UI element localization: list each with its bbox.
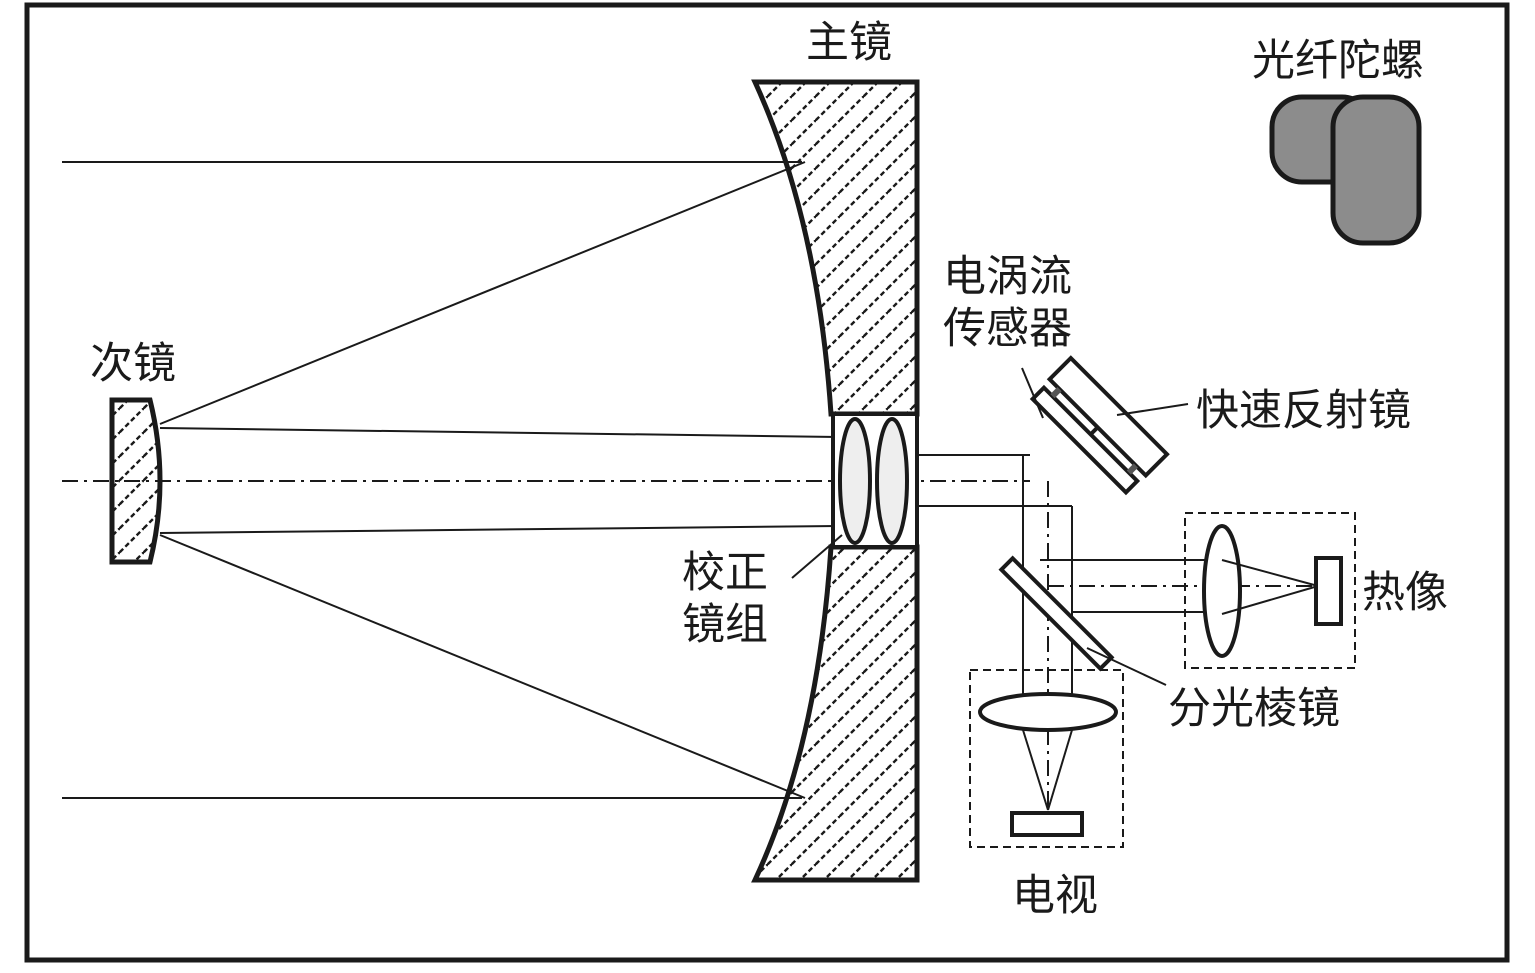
fsm-actuator <box>1089 425 1100 436</box>
fiber-gyro-label: 光纤陀螺 <box>1252 36 1424 86</box>
fast-steering-mirror <box>1029 355 1170 496</box>
corrector-lens-2 <box>875 417 909 545</box>
tv-focus-left <box>1022 729 1049 811</box>
corrector-lens-1 <box>838 417 872 545</box>
thermal-focus-top <box>1221 559 1319 587</box>
ray-secondary-to-corrector-bottom <box>159 525 839 534</box>
thermal-focus-bottom <box>1221 585 1319 615</box>
eddy-sensor-right <box>1126 463 1138 475</box>
ray-primary-to-secondary-top <box>159 161 806 425</box>
leader-corrector <box>791 534 843 579</box>
corrector-label-line2: 镜组 <box>682 599 768 650</box>
primary-mirror-lower <box>751 544 920 883</box>
ray-primary-to-secondary-bottom <box>159 534 806 799</box>
outer-frame <box>24 2 1510 963</box>
tv-label: 电视 <box>1012 871 1098 921</box>
primary-mirror-upper <box>751 79 920 417</box>
leader-fast-mirror <box>1116 403 1189 416</box>
tv-detector <box>1010 811 1084 837</box>
leader-beam-splitter <box>1086 647 1167 686</box>
beam-splitter-label: 分光棱镜 <box>1168 684 1340 734</box>
thermal-lens <box>1202 524 1242 658</box>
fast-mirror-label: 快速反射镜 <box>1196 386 1411 436</box>
eddy-sensor-label: 电涡流 传感器 <box>943 252 1072 355</box>
eddy-sensor-label-line1: 电涡流 <box>943 252 1072 302</box>
secondary-mirror <box>109 397 163 565</box>
fsm-front-plate <box>1029 384 1141 496</box>
tv-module-box <box>969 669 1124 848</box>
tv-focus-right <box>1047 729 1073 811</box>
primary-mirror-label: 主镜 <box>806 18 892 68</box>
thermal-label: 热像 <box>1362 568 1448 618</box>
beam-splitter <box>998 555 1115 672</box>
thermal-module-box <box>1184 512 1356 669</box>
tv-lens <box>978 692 1118 732</box>
ray-secondary-to-corrector-top <box>159 427 839 438</box>
leader-eddy-sensor <box>1021 367 1044 419</box>
thermal-detector <box>1314 556 1343 626</box>
corrector-label: 校正 镜组 <box>682 548 768 651</box>
gyro-block-right <box>1330 94 1422 246</box>
eddy-sensor-left <box>1050 387 1062 399</box>
secondary-mirror-label: 次镜 <box>90 339 176 389</box>
corrector-label-line1: 校正 <box>682 548 768 598</box>
eddy-sensor-label-line2: 传感器 <box>943 303 1072 354</box>
